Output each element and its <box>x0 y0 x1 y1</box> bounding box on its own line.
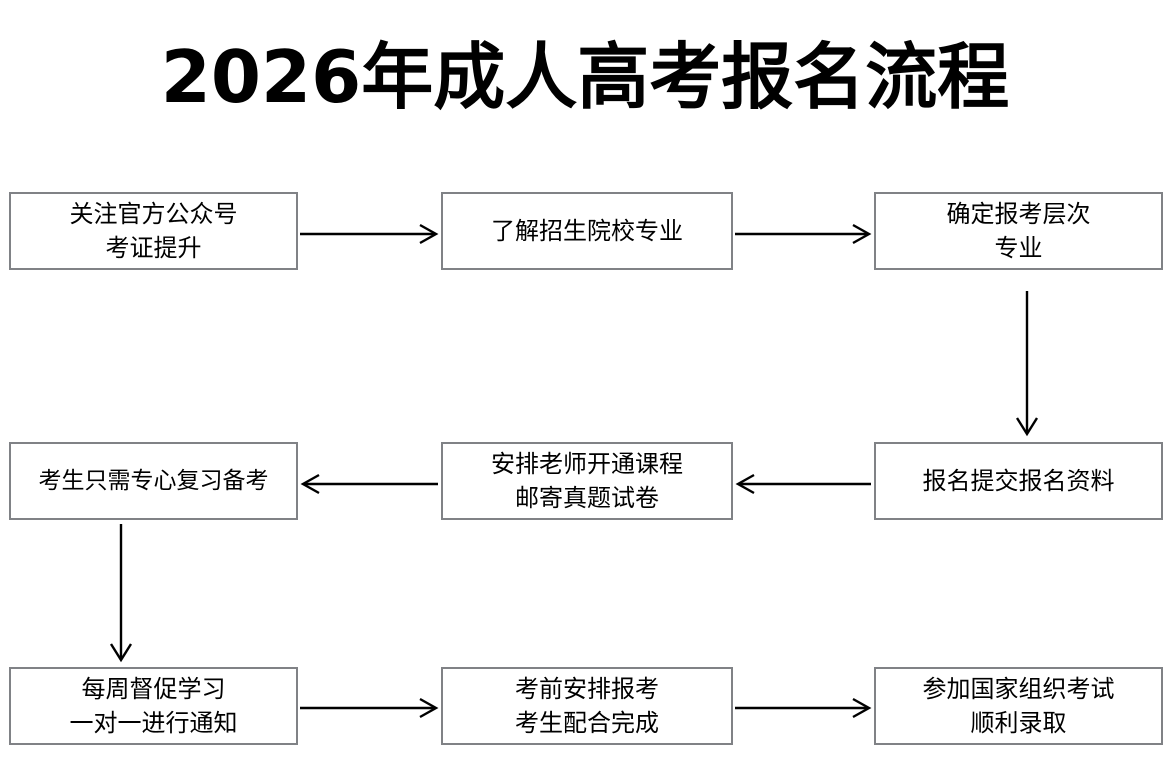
flow-node-n1-line-1: 关注官方公众号 <box>69 200 238 228</box>
flow-node-n7-line-2: 一对一进行通知 <box>69 709 238 737</box>
arrow-n2-to-n3 <box>735 223 872 245</box>
flow-node-n4[interactable]: 考生只需专心复习备考 <box>9 442 298 520</box>
flow-node-n5-line-1: 安排老师开通课程 <box>491 450 683 478</box>
arrow-n3-to-n6 <box>1015 291 1039 437</box>
flow-node-n5[interactable]: 安排老师开通课程 邮寄真题试卷 <box>441 442 733 520</box>
arrow-n7-to-n8 <box>300 697 439 719</box>
flow-node-n6[interactable]: 报名提交报名资料 <box>874 442 1163 520</box>
arrow-n5-to-n4 <box>300 473 438 495</box>
flow-node-n8-line-1: 考前安排报考 <box>515 675 659 703</box>
flow-node-n3[interactable]: 确定报考层次 专业 <box>874 192 1163 270</box>
flow-node-n2[interactable]: 了解招生院校专业 <box>441 192 733 270</box>
flow-node-n9-line-2: 顺利录取 <box>970 709 1067 737</box>
flow-node-n8[interactable]: 考前安排报考 考生配合完成 <box>441 667 733 745</box>
arrow-n1-to-n2 <box>300 223 439 245</box>
page-title: 2026年成人高考报名流程 <box>160 35 1010 119</box>
flow-node-n6-line-1: 报名提交报名资料 <box>922 467 1115 495</box>
flow-node-n9[interactable]: 参加国家组织考试 顺利录取 <box>874 667 1163 745</box>
flow-node-n1-line-2: 考证提升 <box>105 234 202 262</box>
flow-node-n7-line-1: 每周督促学习 <box>81 675 226 703</box>
arrow-n4-to-n7 <box>109 524 133 663</box>
flow-node-n1[interactable]: 关注官方公众号 考证提升 <box>9 192 298 270</box>
flow-node-n8-line-2: 考生配合完成 <box>515 709 659 737</box>
flow-node-n7[interactable]: 每周督促学习 一对一进行通知 <box>9 667 298 745</box>
flow-node-n3-line-1: 确定报考层次 <box>946 200 1091 228</box>
flow-node-n9-line-1: 参加国家组织考试 <box>922 675 1115 703</box>
flow-node-n3-line-2: 专业 <box>994 234 1043 262</box>
flow-node-n2-line-1: 了解招生院校专业 <box>491 217 683 245</box>
arrow-n6-to-n5 <box>735 473 871 495</box>
flow-node-n4-line-1: 考生只需专心复习备考 <box>38 468 269 494</box>
flow-node-n5-line-2: 邮寄真题试卷 <box>515 484 659 512</box>
arrow-n8-to-n9 <box>735 697 872 719</box>
